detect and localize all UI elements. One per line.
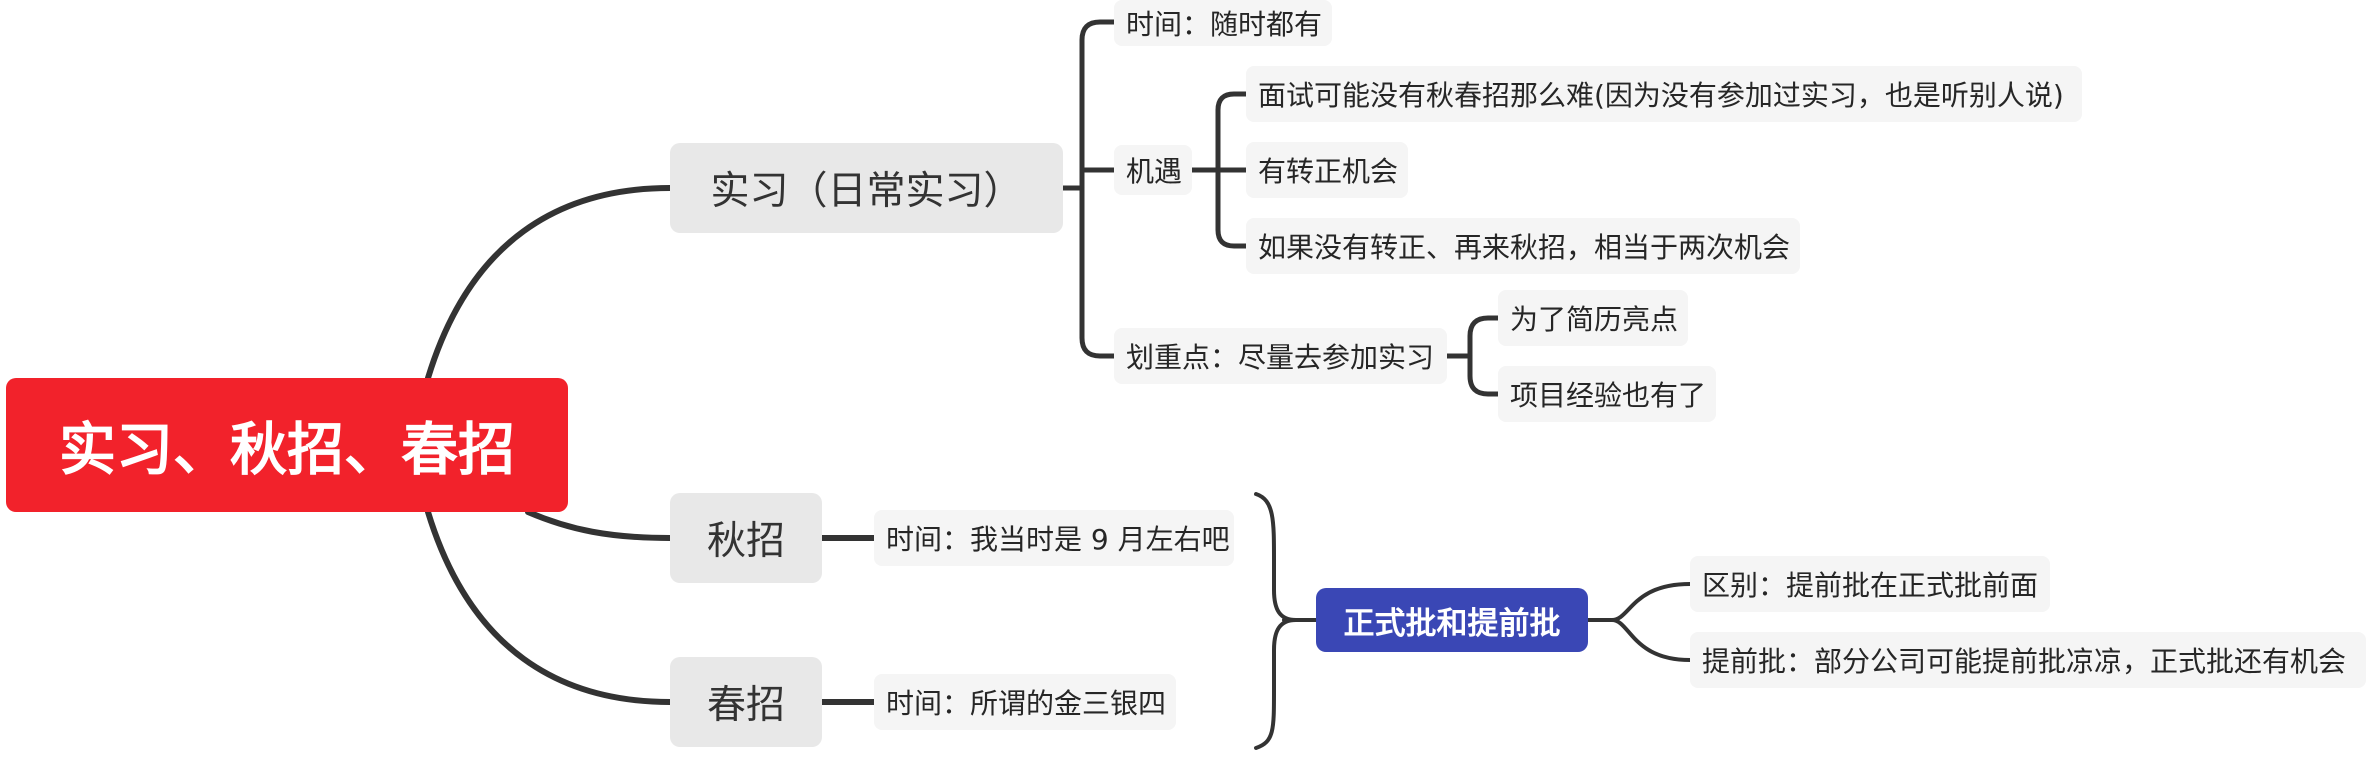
subtopic-key-point-item-1[interactable]: 为了简历亮点	[1498, 290, 1688, 346]
summary-item-2[interactable]: 提前批：部分公司可能提前批凉凉，正式批还有机会	[1690, 632, 2366, 688]
connector-root-autumn	[525, 509, 673, 541]
summary-item-1[interactable]: 区别：提前批在正式批前面	[1690, 556, 2050, 612]
root-topic[interactable]: 实习、秋招、春招	[6, 378, 568, 512]
topic-spring-recruitment[interactable]: 春招	[670, 657, 822, 747]
connector-internship-opportunity	[1079, 167, 1117, 191]
subtopic-spring-time[interactable]: 时间：所谓的金三银四	[874, 674, 1176, 730]
summary-topic[interactable]: 正式批和提前批	[1316, 588, 1588, 652]
subtopic-opportunity-item-1[interactable]: 面试可能没有秋春招那么难(因为没有参加过实习，也是听别人说)	[1246, 66, 2082, 122]
topic-internship[interactable]: 实习（日常实习）	[670, 143, 1063, 233]
connector-root-internship	[425, 185, 673, 381]
connector-summary-item-2	[1610, 618, 1692, 662]
connector-keypoint-item-2	[1467, 353, 1501, 397]
subtopic-opportunity[interactable]: 机遇	[1114, 145, 1192, 195]
subtopic-opportunity-item-3[interactable]: 如果没有转正、再来秋招，相当于两次机会	[1246, 218, 1800, 274]
connector-root-spring	[425, 509, 673, 705]
connector-opportunity-item-3	[1215, 167, 1249, 249]
subtopic-autumn-time[interactable]: 时间：我当时是 9 月左右吧	[874, 510, 1234, 566]
subtopic-opportunity-item-2[interactable]: 有转正机会	[1246, 142, 1408, 198]
connector-summary-item-1	[1610, 582, 1692, 622]
subtopic-key-point[interactable]: 划重点：尽量去参加实习	[1114, 328, 1447, 384]
topic-autumn-recruitment[interactable]: 秋招	[670, 493, 822, 583]
subtopic-key-point-item-2[interactable]: 项目经验也有了	[1498, 366, 1716, 422]
connector-internship-keypoint	[1079, 185, 1117, 359]
connector-internship-time	[1079, 19, 1117, 191]
connector-opportunity-item-1	[1215, 91, 1249, 173]
subtopic-internship-time[interactable]: 时间：随时都有	[1114, 0, 1332, 46]
connector-keypoint-item-1	[1467, 315, 1501, 359]
